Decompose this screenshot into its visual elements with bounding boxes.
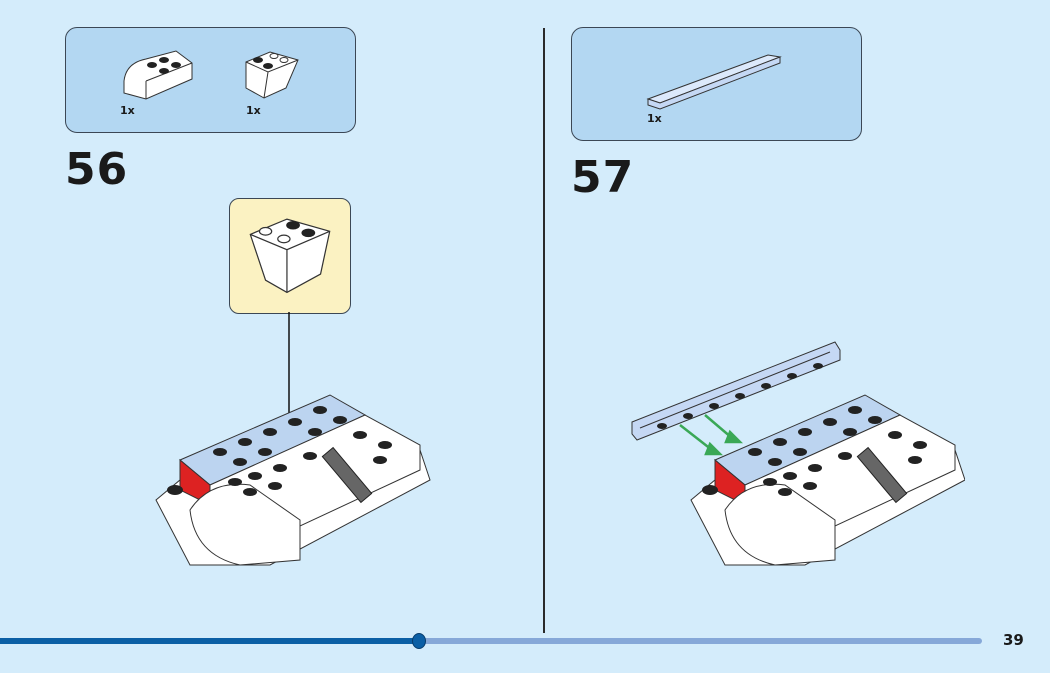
- parts-list-step-56: 1x 1x: [65, 27, 356, 133]
- progress-marker: [412, 633, 427, 649]
- inverted-slope-brick-image: [245, 51, 299, 99]
- model-assembly-step-57: [631, 341, 965, 566]
- progress-fill: [0, 638, 420, 644]
- parts-list-step-57: 1x: [571, 27, 862, 141]
- part-quantity: 1x: [647, 112, 662, 125]
- step-number: 57: [571, 152, 635, 203]
- model-assembly-step-56: [155, 394, 431, 566]
- curved-slope-brick-image: [123, 50, 193, 100]
- inverted-slope-brick-image: [249, 218, 331, 294]
- step-divider: [543, 28, 545, 633]
- booklet-progress-bar: [0, 633, 982, 649]
- page-number: 39: [1003, 631, 1024, 649]
- step-number: 56: [65, 144, 129, 195]
- tile-1x8-image: [646, 54, 782, 110]
- part-quantity: 1x: [246, 104, 261, 117]
- part-quantity: 1x: [120, 104, 135, 117]
- sub-assembly-callout: [229, 198, 351, 314]
